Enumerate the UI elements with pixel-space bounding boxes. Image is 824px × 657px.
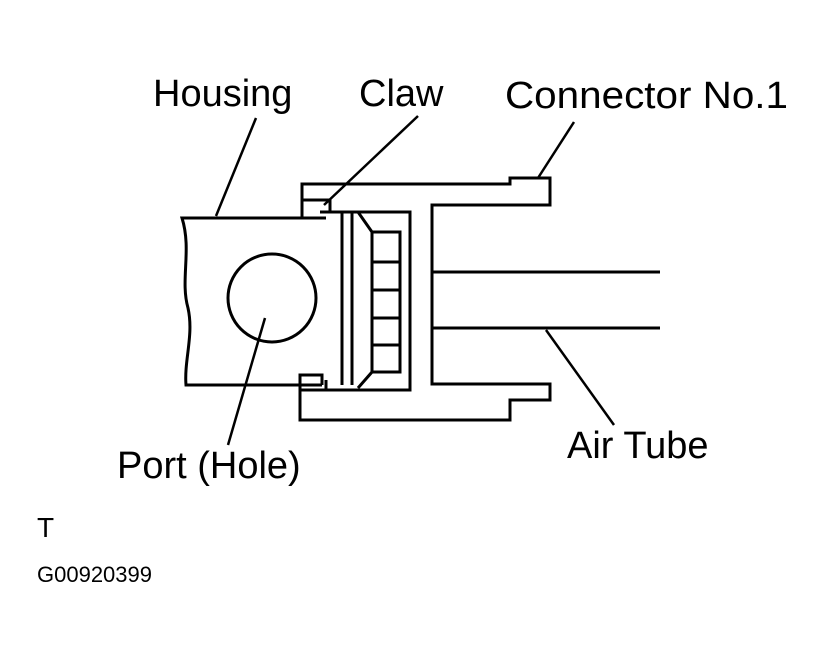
air-tube (432, 270, 660, 330)
leader-claw (323, 115, 419, 206)
leader-air-tube (544, 329, 616, 426)
label-connector: Connector No.1 (505, 75, 788, 117)
housing-body (179, 216, 326, 387)
label-port: Port (Hole) (117, 445, 301, 487)
section-mark: T (37, 512, 54, 543)
claw (298, 184, 412, 392)
connector-body (298, 176, 552, 422)
label-claw: Claw (359, 73, 444, 115)
figure-code: G00920399 (37, 562, 152, 587)
seal-ring (340, 211, 402, 389)
port-hole (226, 252, 318, 344)
label-housing: Housing (153, 73, 292, 115)
leader-port (226, 317, 267, 446)
leader-housing (214, 117, 258, 217)
label-air-tube: Air Tube (567, 425, 709, 467)
leader-connector (536, 121, 576, 179)
